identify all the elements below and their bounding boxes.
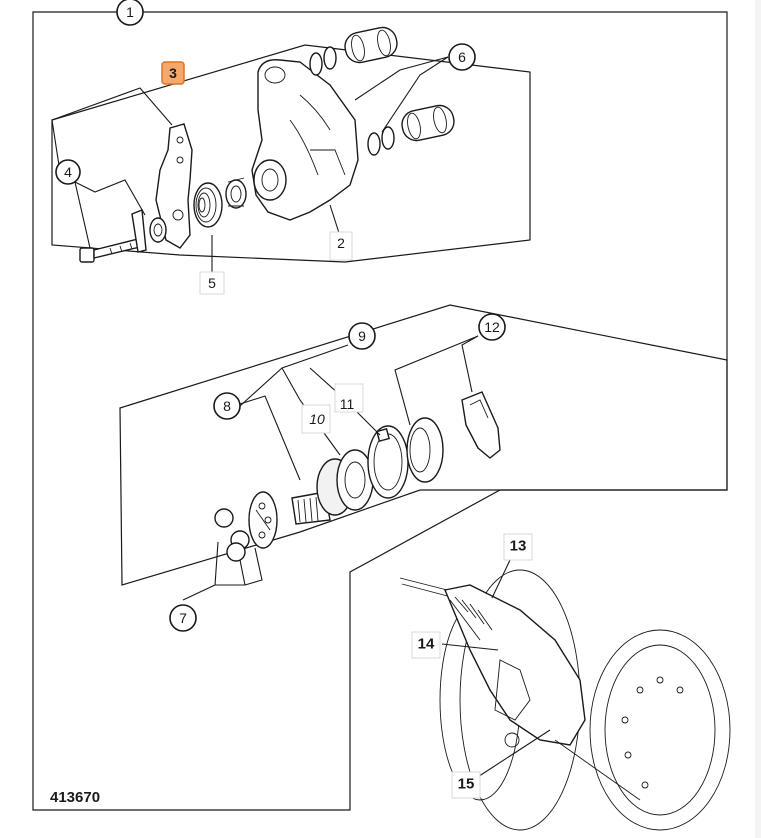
callout-10[interactable]: 10 [301, 404, 331, 434]
callout-9-label: 9 [358, 328, 366, 344]
callout-3-highlighted[interactable]: 3 [161, 61, 185, 85]
callout-3-label: 3 [169, 65, 177, 81]
callout-2-label: 2 [337, 235, 345, 251]
brake-pad [461, 391, 501, 459]
leader-12 [394, 335, 479, 426]
callout-5[interactable]: 5 [199, 271, 225, 295]
callout-15[interactable]: 15 [451, 771, 481, 799]
roller-pins [344, 26, 455, 142]
callout-11-label: 11 [340, 396, 355, 412]
callout-12[interactable]: 12 [478, 313, 506, 341]
leader-13 [491, 559, 511, 599]
leader-10 [281, 367, 341, 456]
installed-view [399, 569, 731, 831]
callout-12-label: 12 [484, 319, 500, 335]
adjuster-lever [155, 123, 193, 249]
callout-6-label: 6 [458, 49, 466, 65]
return-spring [193, 182, 223, 228]
callout-15-label: 15 [458, 776, 475, 793]
callout-6[interactable]: 6 [448, 43, 476, 71]
callout-13-label: 13 [510, 538, 527, 555]
seal-rings-upper [309, 46, 395, 156]
callout-7-label: 7 [179, 610, 187, 626]
leader-14 [441, 643, 499, 651]
callout-8[interactable]: 8 [213, 392, 241, 420]
actuating-shaft [291, 449, 374, 525]
upper-group-frame [51, 44, 531, 263]
leader-15 [469, 729, 551, 783]
callout-4-label: 4 [64, 164, 72, 180]
callout-1-label: 1 [126, 4, 134, 20]
callout-2[interactable]: 2 [329, 231, 353, 261]
callout-8-label: 8 [223, 398, 231, 414]
leader-2 [329, 204, 341, 237]
callout-9[interactable]: 9 [348, 322, 376, 350]
adjusting-ring [367, 425, 409, 499]
callout-7[interactable]: 7 [169, 604, 197, 632]
callout-10-label: 10 [309, 411, 325, 427]
backing-plate [248, 491, 278, 549]
callout-11[interactable]: 11 [334, 383, 364, 413]
leader-3 [51, 87, 173, 126]
friction-disc [406, 417, 444, 483]
callout-1[interactable]: 1 [116, 0, 144, 26]
leader-6 [354, 56, 449, 133]
callout-14-label: 14 [418, 636, 435, 653]
outer-frame [32, 11, 728, 811]
callout-4[interactable]: 4 [55, 159, 81, 185]
caliper-body [251, 59, 359, 221]
diagram-reference-number: 413670 [50, 789, 100, 806]
leader-7 [182, 541, 263, 601]
bolt-and-washers [79, 209, 167, 263]
callout-13[interactable]: 13 [503, 533, 533, 561]
leader-8 [239, 395, 301, 481]
vertical-scrollbar[interactable] [755, 0, 761, 838]
bush [225, 177, 247, 209]
ball-bearings [214, 508, 250, 562]
callout-14[interactable]: 14 [411, 631, 441, 659]
callout-5-label: 5 [208, 275, 216, 291]
lower-group-frame [119, 304, 728, 586]
